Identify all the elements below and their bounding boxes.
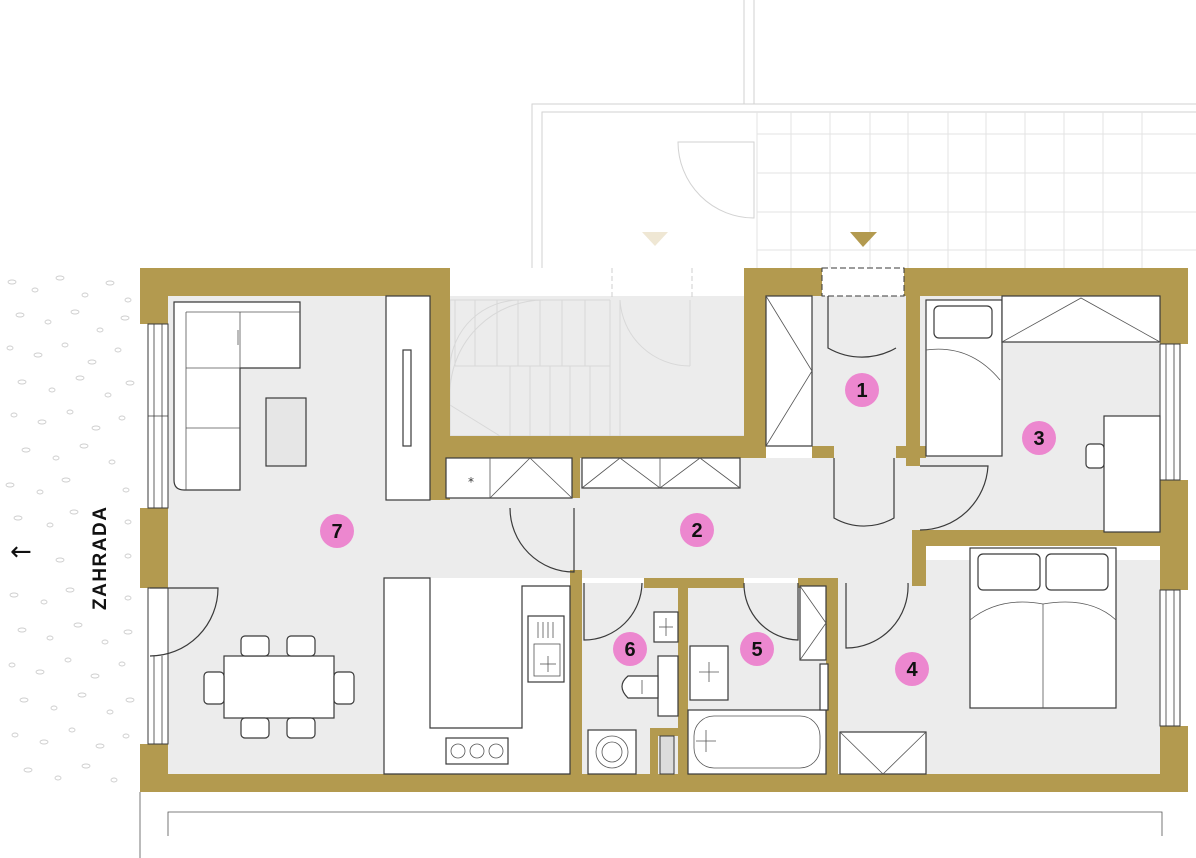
sofa [173,301,301,491]
dining-set [203,635,355,739]
room-badge-label: 4 [906,659,918,681]
garden-arrow-icon: ← [10,537,32,567]
svg-text:*: * [468,475,474,489]
wc-fixtures [587,611,679,775]
bathroom-fixtures [687,585,829,775]
room-badge-label: 6 [624,639,635,661]
wardrobe-room-4 [839,731,927,775]
room-badge-5: 5 [740,632,774,666]
garden-texture [5,275,135,783]
room-badge-label: 5 [751,639,762,661]
terrace-outline [531,0,1196,268]
entrance-marker-main [850,232,877,247]
room-badge-3: 3 [1022,421,1056,455]
single-bed [925,299,1003,457]
desk [1085,415,1161,533]
tv-cabinet [385,295,431,501]
room-badge-label: 2 [691,520,702,542]
hallway-cabinets: * [445,457,741,499]
kitchen-unit [383,577,571,775]
room-badge-2: 2 [680,513,714,547]
room-badge-7: 7 [320,514,354,548]
walls [140,268,1188,792]
wardrobe-room-3 [1001,295,1161,343]
entrance-marker-upper-floor [642,232,668,246]
room-badge-1: 1 [845,373,879,407]
coffee-table [265,397,307,467]
doors [149,296,989,657]
room-badge-label: 1 [856,380,867,402]
room-badge-4: 4 [895,652,929,686]
garden-label: ZAHRADA [90,506,111,610]
room-badge-label: 7 [331,521,342,543]
room-badge-6: 6 [613,632,647,666]
wardrobe-entry [765,295,813,447]
double-bed [969,547,1117,709]
windows [147,267,1181,745]
room-badge-label: 3 [1033,428,1044,450]
